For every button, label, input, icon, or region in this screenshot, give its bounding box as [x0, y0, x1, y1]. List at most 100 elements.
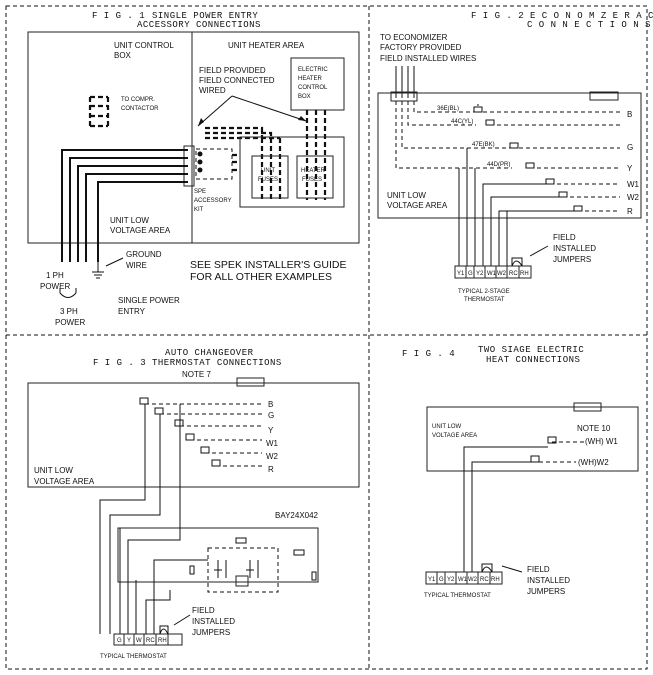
fig2-term-6: RH	[520, 271, 529, 277]
fig2-jumper-leader	[529, 245, 549, 257]
power-entry-wires	[61, 149, 188, 262]
see-spek-label-1: SEE SPEK INSTALLER'S GUIDE	[190, 259, 346, 271]
three-ph-label-2: POWER	[55, 318, 85, 327]
fig3-terminal-r: R	[268, 465, 274, 474]
spe-label-3: KIT	[194, 207, 204, 213]
spe-label-2: ACCESSORY	[194, 198, 232, 204]
unit-fuses-label-2: FUSES	[258, 177, 278, 183]
fig4-number: F I G . 4	[402, 349, 455, 359]
econ-connector-wires	[395, 66, 415, 98]
fig3-terminal-wires	[145, 403, 262, 467]
fig2-term-0: Y1	[457, 271, 465, 277]
fig4-unit-outline	[426, 406, 639, 472]
see-spek-label-2: FOR ALL OTHER EXAMPLES	[190, 271, 332, 283]
fig2-title-line2: C O N N E C T I O N S	[527, 20, 651, 30]
fig3-jumper-leader	[173, 614, 191, 626]
fig4-unit-low-label-1: UNIT LOW	[432, 424, 462, 430]
fig2-thermostat-strip: Y1 G Y2 W1 W2 RC RH	[454, 265, 532, 279]
fig3-note-label: NOTE 7	[182, 370, 211, 379]
fig2-term-1: G	[468, 271, 473, 277]
fig2-term-4: W2	[497, 271, 507, 277]
heater-control-wires	[205, 110, 327, 200]
fig3-term-3: RC	[146, 638, 155, 644]
fig2-panel: F I G . 2 E C O N O M Z E R A C C E S S …	[377, 11, 653, 303]
wire-47e-label: 47E(BK)	[472, 142, 495, 148]
fig2-terminal-r: R	[627, 207, 633, 216]
econ-connectors	[473, 104, 583, 212]
fig2-field-jumpers-label-2: INSTALLED	[553, 244, 596, 253]
single-power-label-2: ENTRY	[118, 307, 146, 316]
to-econ-label-1: TO ECONOMIZER	[380, 33, 448, 42]
bay-relay	[207, 547, 279, 593]
fig3-term-1: Y	[127, 638, 131, 644]
to-econ-label-3: FIELD INSTALLED WIRES	[380, 54, 476, 63]
three-ph-bracket	[59, 288, 77, 298]
spe-label-1: SPE	[194, 189, 206, 195]
fig3-jumper	[159, 625, 169, 635]
electric-heater-control-box	[290, 57, 345, 111]
fig4-wires	[463, 436, 584, 572]
fig4-jumper-leader	[501, 565, 523, 573]
bay-outline	[117, 527, 319, 583]
fig4-title-line1: TWO SIAGE ELECTRIC	[478, 345, 584, 355]
unit-control-box-label-2: BOX	[114, 51, 132, 60]
heater-fuses-label-1: HEATER	[301, 168, 326, 174]
to-compr-label-1: TO COMPR.	[121, 97, 155, 103]
fuse-enclosure	[239, 136, 345, 208]
fig2-term-5: RC	[509, 271, 518, 277]
fig1-panel: F I G . 1 SINGLE POWER ENTRY ACCESSORY C…	[27, 11, 360, 327]
to-econ-label-2: FACTORY PROVIDED	[380, 43, 462, 52]
fig2-terminal-w1: W1	[627, 180, 640, 189]
outer-frame	[5, 5, 648, 670]
fig2-unit-low-label-1: UNIT LOW	[387, 191, 426, 200]
fig2-terminal-y: Y	[627, 164, 633, 173]
fig2-unit-outline	[377, 92, 642, 219]
fig1-unit-low-label-1: UNIT LOW	[110, 216, 149, 225]
fig4-field-jumpers-label-1: FIELD	[527, 565, 550, 574]
fig3-thermostat-strip: G Y W RC RH	[113, 633, 183, 646]
field-provided-label-3: WIRED	[199, 86, 226, 95]
three-ph-label-1: 3 PH	[60, 307, 78, 316]
bay-contacts	[189, 537, 317, 587]
heater-fuses-label-2: FUSES	[302, 177, 322, 183]
fig2-jumper	[511, 257, 523, 267]
ground-wire-leader	[105, 257, 124, 267]
unit-fuses-box	[251, 155, 289, 199]
fig4-title-line2: HEAT CONNECTIONS	[486, 355, 580, 365]
fig3-panel: AUTO CHANGEOVER F I G . 3 THERMOSTAT CON…	[27, 348, 360, 660]
fig4-term-3: W1	[458, 577, 468, 583]
fig2-terminal-b: B	[627, 110, 632, 119]
ground-wire-label-1: GROUND	[126, 250, 162, 259]
compressor-contactor-wires	[88, 95, 110, 128]
fig1-title-line1: SINGLE POWER ENTRY	[152, 11, 258, 21]
fig4-term-6: RH	[491, 577, 500, 583]
fig4-term-0: Y1	[428, 577, 436, 583]
fig2-field-jumpers-label-3: JUMPERS	[553, 255, 591, 264]
econ-terminal-wires	[395, 101, 620, 212]
fig1-number: F I G . 1	[92, 11, 145, 21]
fig3-term-2: W	[136, 638, 142, 644]
fig4-jumper	[481, 563, 493, 573]
fig2-terminal-g: G	[627, 143, 633, 152]
fig3-term-0: G	[117, 638, 122, 644]
unit-fuses-label-1: UNIT	[261, 168, 275, 174]
fig4-field-jumpers-label-2: INSTALLED	[527, 576, 570, 585]
unit-outline	[27, 31, 360, 244]
electric-heater-label-4: BOX	[298, 94, 311, 100]
fig4-panel: F I G . 4 TWO SIAGE ELECTRIC HEAT CONNEC…	[402, 345, 639, 599]
fig3-title-line2: F I G . 3 THERMOSTAT CONNECTIONS	[93, 358, 282, 368]
fig4-term-1: G	[439, 577, 444, 583]
wire-36e-label: 36E(BL)	[437, 106, 459, 112]
fig3-terminal-w1: W1	[266, 439, 279, 448]
fig4-note-plug	[573, 402, 602, 412]
fig4-wh-w2: (WH)W2	[578, 458, 609, 467]
single-power-label-1: SINGLE POWER	[118, 296, 180, 305]
fig3-terminal-b: B	[268, 400, 273, 409]
fig4-term-4: W2	[468, 577, 478, 583]
electric-heater-label-3: CONTROL	[298, 85, 328, 91]
fig4-thermostat-strip: Y1 G Y2 W1 W2 RC RH	[425, 571, 503, 585]
fig3-thermostat-leads	[99, 404, 208, 634]
fig4-field-jumpers-label-3: JUMPERS	[527, 587, 565, 596]
fig3-unit-outline	[27, 382, 360, 488]
